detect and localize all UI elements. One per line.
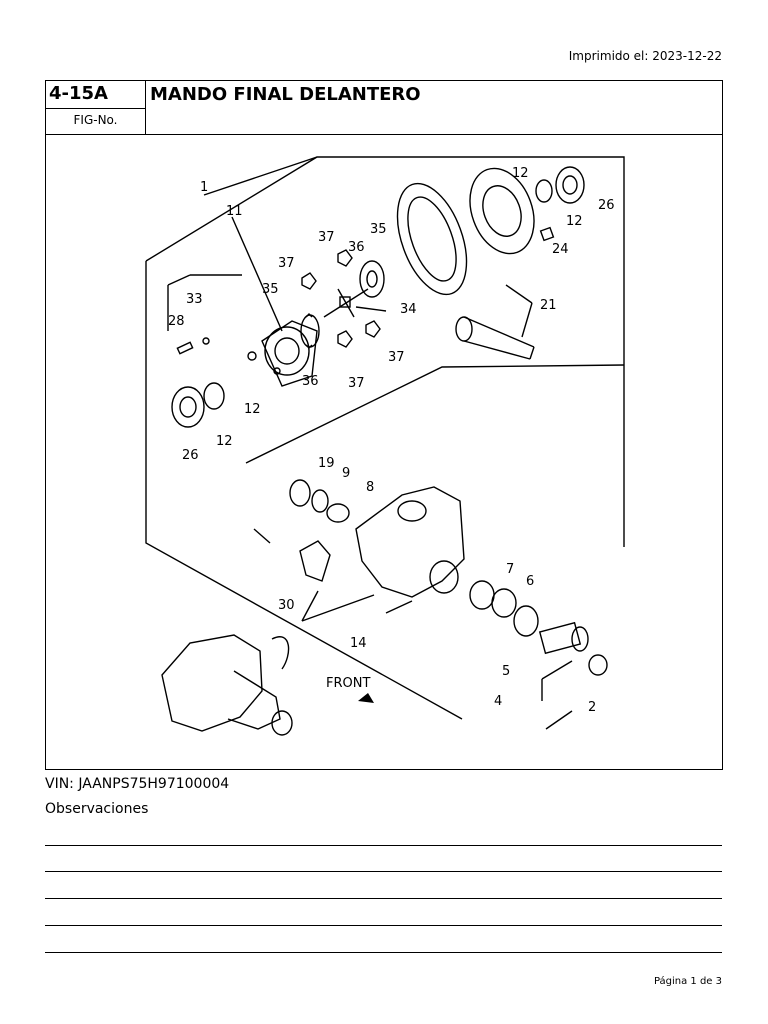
printed-date: Imprimido el: 2023-12-22 [568,49,722,63]
bolt-24 [539,226,555,242]
companion-flange-4 [538,621,589,655]
differential-case [247,320,318,387]
callout-label: 24 [552,242,569,257]
drive-pinion [455,316,535,360]
observation-line [45,898,722,899]
observation-line [45,845,722,846]
callout-label: 12 [566,214,583,229]
pinion-cross-shaft [323,288,369,318]
callout-label: 7 [506,562,514,577]
observation-line [45,871,722,872]
bearing-right [535,166,585,204]
callout-label: 1 [200,180,208,195]
callout-label: 5 [502,664,510,679]
figure-number: 4-15A [49,83,108,104]
leader-lines [167,156,573,730]
callout-label: 35 [370,222,387,237]
callout-label: 8 [366,480,374,495]
callout-label: 11 [226,204,243,219]
callout-label: 30 [278,598,295,613]
callout-label: 35 [262,282,279,297]
callout-label: 2 [588,700,596,715]
figure-title: MANDO FINAL DELANTERO [150,84,421,105]
observation-line [45,952,722,953]
bolt-30 [253,528,271,544]
bearing-parts-19-9-8 [289,479,350,523]
observations-label: Observaciones [45,801,149,817]
side-gear-left [300,313,320,349]
callout-label: 36 [348,240,365,255]
callout-label: 9 [342,466,350,481]
callout-label: 6 [526,574,534,589]
side-gear-right [359,260,385,298]
figure-frame: 4-15A FIG-No. MANDO FINAL DELANTERO [45,80,723,770]
upper-frame-line [145,156,625,547]
callout-label: 21 [540,298,557,313]
callout-label: 19 [318,456,335,471]
exploded-parts-diagram: FRONT 1 11 12 26 12 24 37 35 36 37 33 35… [145,156,625,736]
vin-text: VIN: JAANPS75H97100004 [45,776,230,792]
callout-label: 4 [494,694,502,709]
assembled-final-drive [161,634,293,736]
callout-label: 37 [278,256,295,271]
figure-number-label: FIG-No. [73,113,118,127]
bearing-left [171,382,225,428]
callout-label: 14 [350,636,367,651]
callout-label: 12 [244,402,261,417]
callout-label: 37 [348,376,365,391]
nut-2 [588,654,608,676]
divider-line [245,364,625,464]
bolt-28 [176,341,194,355]
ring-gear [396,167,535,296]
lower-frame-line [145,261,463,720]
page-number: Página 1 de 3 [653,976,722,987]
callout-label: 34 [400,302,417,317]
front-label: FRONT [326,676,370,691]
pinion-bearings-7-6-5 [469,580,539,637]
observation-line [45,925,722,926]
callout-label: 28 [168,314,185,329]
callout-label: 36 [302,374,319,389]
front-arrow-icon [358,693,374,703]
callout-label: 26 [182,448,199,463]
callout-label: 37 [318,230,335,245]
figure-number-cell: 4-15A FIG-No. [46,81,146,134]
axle-housing [355,486,465,598]
callout-label: 37 [388,350,405,365]
figure-cell-divider [46,108,145,109]
callout-label: 12 [512,166,529,181]
callout-label: 12 [216,434,233,449]
callout-label: 33 [186,292,203,307]
callout-label: 26 [598,198,615,213]
pinion-gears [301,249,381,348]
washer-33 [202,337,210,345]
figure-header: 4-15A FIG-No. MANDO FINAL DELANTERO [46,81,722,135]
callout-labels: 1 11 12 26 12 24 37 35 36 37 33 35 34 21… [168,166,615,715]
bearing-cap-14 [299,540,331,582]
